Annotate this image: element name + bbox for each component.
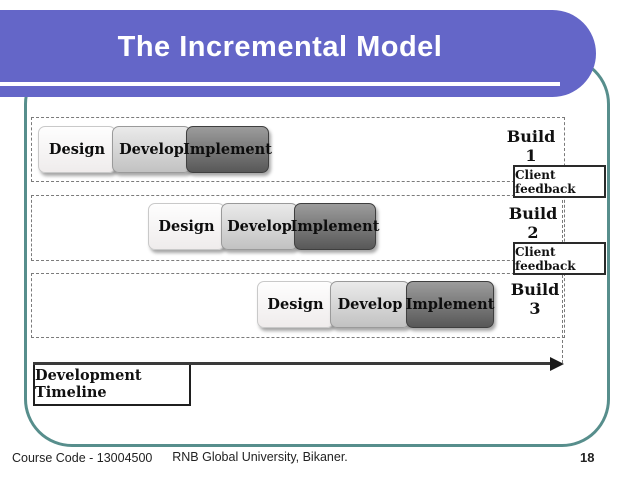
development-timeline-box: Development Timeline: [33, 362, 191, 406]
build-2-develop-box: Develop: [221, 203, 298, 250]
build-1-develop-box: Develop: [112, 126, 191, 173]
build-1-label: Build 1: [506, 127, 556, 165]
slide-title: The Incremental Model: [117, 31, 443, 63]
title-underline: [0, 82, 560, 86]
build-3-label: Build 3: [510, 280, 560, 318]
footer-course-code: Course Code - 13004500: [12, 451, 153, 465]
build-1-design-box: Design: [38, 126, 116, 173]
build-2-dashed-box: [31, 195, 565, 261]
build-1-dashed-box: [31, 117, 565, 182]
build-3-design-box: Design: [257, 281, 334, 328]
footer-university: RNB Global University, Bikaner.: [172, 450, 348, 464]
timeline-arrow-head: [550, 357, 564, 371]
title-banner: The Incremental Model: [0, 10, 596, 97]
timeline-arrow-line: [33, 362, 554, 365]
build-2-implement-box: Implement: [291, 203, 379, 250]
build-3-dashed-box: [31, 273, 565, 338]
build-3-implement-box: Implement: [406, 281, 494, 328]
client-feedback-box-1: Client feedback: [513, 165, 606, 198]
build-2-label: Build 2: [508, 204, 558, 242]
footer-page-number: 18: [580, 450, 595, 465]
client-feedback-box-2: Client feedback: [513, 242, 606, 275]
build-1-implement-box: Implement: [183, 126, 272, 173]
build-2-design-box: Design: [148, 203, 225, 250]
build-3-develop-box: Develop: [330, 281, 410, 328]
